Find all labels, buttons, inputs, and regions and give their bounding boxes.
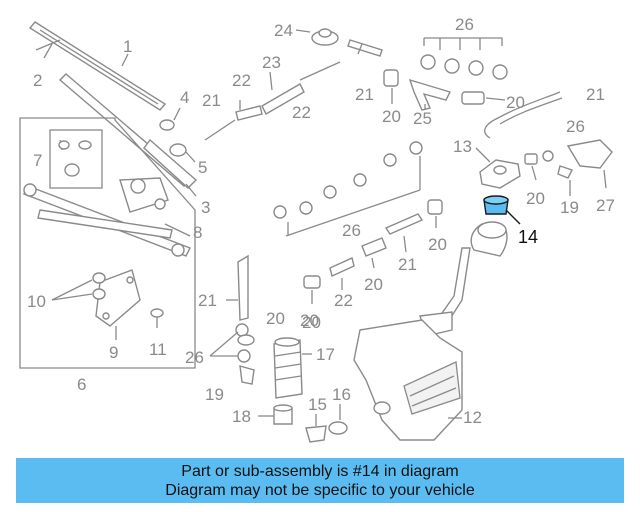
y-connector-25 [408,78,451,111]
callout-5: 5 [198,158,207,177]
cap [169,143,196,163]
hose-left [204,100,263,141]
callout-9: 9 [109,343,118,362]
cap-24 [295,28,339,46]
callout-26: 26 [455,15,474,34]
banner-line-2: Diagram may not be specific to your vehi… [165,481,475,499]
callout-26-c: 26 [342,221,361,240]
callout-6: 6 [77,375,86,394]
wiper-blade [28,21,167,111]
callout-4: 4 [180,88,189,107]
clips-26-left [209,323,255,385]
callout-12: 12 [463,408,482,427]
callout-16: 16 [332,385,351,404]
callout-26-d: 26 [185,348,204,367]
callout-26-b: 26 [566,117,585,136]
grommet-15 [305,414,327,443]
hose-21-lower [226,254,249,321]
callout-20-e: 20 [428,235,447,254]
fittings-right [524,139,613,196]
hose-right [484,91,563,139]
callout-14: 14 [518,227,538,247]
callout-21-b: 21 [202,91,221,110]
callout-20-c: 20 [506,93,525,112]
hose-23 [261,61,341,115]
callout-20-g: 20 [302,313,321,332]
callout-21: 21 [198,291,217,310]
callout-10: 10 [27,292,46,311]
nut [159,107,181,131]
fitting-20b [461,91,506,105]
washer-reservoir [353,221,508,441]
callout-22-b: 22 [232,71,251,90]
callout-1: 1 [123,37,132,56]
callout-20-b: 20 [382,107,401,126]
callout-21-e: 21 [398,255,417,274]
callout-20-h: 20 [266,309,285,328]
parts-diagram: 1 2 3 4 5 6 7 8 9 10 11 12 13 14 15 16 1… [19,15,615,443]
callout-22-c: 22 [292,103,311,122]
banner-line-1: Part or sub-assembly is #14 in diagram [181,462,459,480]
clips-26-middle [273,141,423,237]
callout-18: 18 [232,407,251,426]
wiper-linkage [23,177,191,257]
callout-20: 20 [300,311,319,330]
callout-22: 22 [334,291,353,310]
callout-27: 27 [596,196,615,215]
callout-19-b: 19 [560,198,579,217]
callout-21-d: 21 [586,85,605,104]
level-sensor [258,404,293,425]
callout-3: 3 [201,198,210,217]
wiper-arm [58,73,198,197]
callout-25: 25 [413,109,432,128]
t-connector [347,39,383,57]
motor-bracket [95,269,141,340]
callout-20-f: 20 [364,275,383,294]
callout-17: 17 [316,345,335,364]
callout-20-d: 20 [526,189,545,208]
grommets [51,272,106,301]
fitting-lower-left [237,334,255,346]
callout-7: 7 [33,151,42,170]
callout-23: 23 [262,53,281,72]
callout-labels: 1 2 3 4 5 6 7 8 9 10 11 12 13 14 15 16 1… [27,15,615,427]
linkage-frame-box [19,117,196,369]
fitting-20 [383,69,399,104]
connectors-middle [303,199,443,304]
nozzle-13 [475,147,521,189]
grommet-16 [328,404,348,435]
callout-21-c: 21 [355,85,374,104]
bolt-11 [150,308,164,328]
washer-pump [273,337,312,399]
callout-2: 2 [33,71,42,90]
callout-13: 13 [453,137,472,156]
clips-26-top [420,37,508,80]
info-banner: Part or sub-assembly is #14 in diagram D… [16,458,624,503]
callout-19: 19 [205,385,224,404]
callout-24: 24 [274,21,293,40]
callout-8: 8 [193,223,202,242]
callout-15: 15 [308,395,327,414]
callout-11: 11 [149,340,167,359]
part-14-highlight[interactable] [483,195,521,225]
